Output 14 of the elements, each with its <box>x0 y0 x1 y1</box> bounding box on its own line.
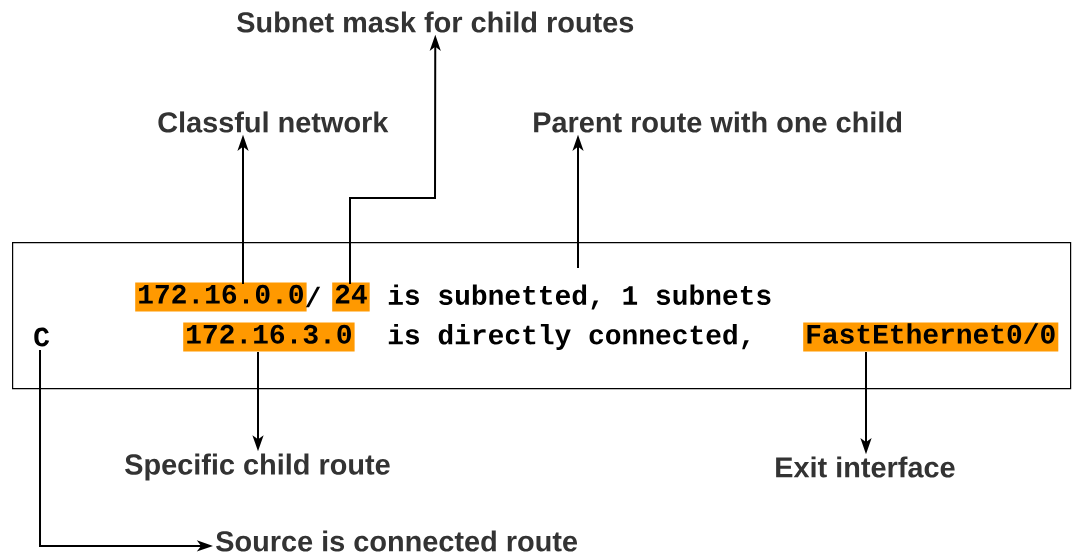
console-output-box <box>12 242 1072 390</box>
callout-label: Exit interface <box>776 456 955 478</box>
code-text: C <box>34 327 50 347</box>
highlighted-text: 172.16.0.0 <box>135 282 307 312</box>
code-text: is subnetted, 1 subnets <box>388 284 771 310</box>
callout-label: Source is connected route <box>216 530 578 552</box>
highlighted-text: 24 <box>332 282 370 312</box>
callout-label: Specific child route <box>125 453 390 481</box>
callout-label: Parent route with one child <box>534 111 902 133</box>
callout-label: Subnet mask for child routes <box>237 11 634 33</box>
callout-label: Classful network <box>158 111 389 133</box>
highlighted-text: FastEthernet0/0 <box>803 322 1059 352</box>
highlighted-text: 172.16.3.0 <box>183 322 355 352</box>
code-text: is directly connected, <box>388 324 749 350</box>
